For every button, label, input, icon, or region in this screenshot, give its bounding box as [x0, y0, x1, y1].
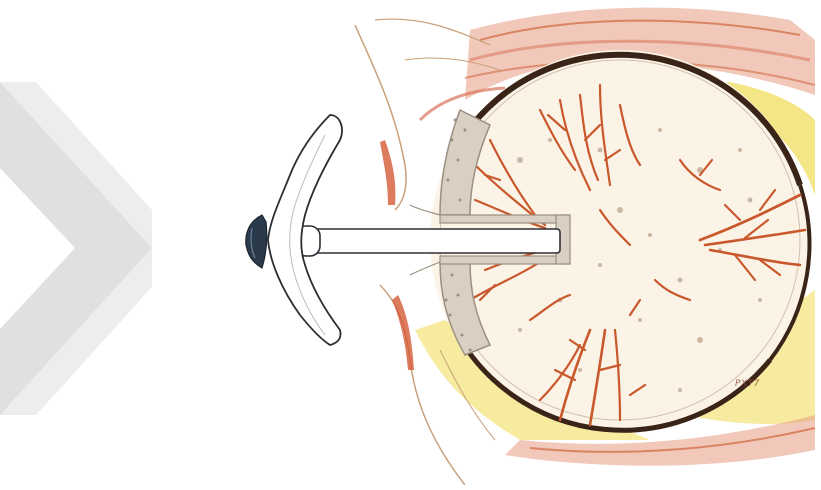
artist-signature: PXT7: [735, 379, 760, 389]
lower-lid-muscle: [392, 295, 414, 370]
watermark-chevron-icon: [0, 82, 152, 415]
peg-icon: [296, 226, 560, 256]
upper-lid-muscle: [380, 140, 395, 205]
